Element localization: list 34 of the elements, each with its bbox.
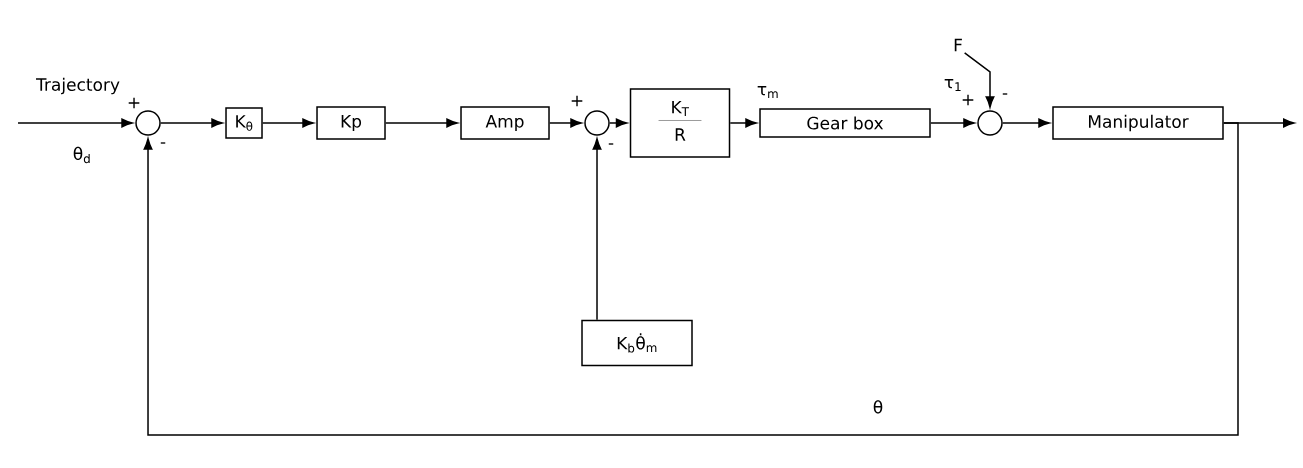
arrow [729,118,757,128]
arrow [17,118,133,128]
edge-label: θ [871,399,885,415]
block-box: Manipulator [1052,106,1224,140]
edge-label: τ$_{1}$ [942,78,964,92]
arrow [160,118,223,128]
block-box: Kp [316,106,386,140]
block-box: Gear box [759,108,931,138]
block-box: K$_{T}$ R [629,88,731,158]
arrow [143,122,1239,436]
signal-label: - [608,143,614,145]
arrow [549,118,582,128]
arrow [592,138,602,321]
signal-label: + [128,97,140,109]
block-box: Amp [460,106,550,140]
summing-junction [977,110,1003,136]
block-box: K$_{b}$θ̇$_{m}$ [581,319,693,367]
signal-label: + [962,94,974,106]
edge-label: τ$_{m}$ [755,85,781,99]
arrow [930,118,975,128]
arrow [609,118,628,128]
arrow [385,118,458,128]
arrow [262,118,314,128]
signal-label: - [1002,93,1008,95]
summing-junction [135,110,161,136]
arrow [963,52,995,108]
input-label: F [954,38,962,52]
signal-label: θ$_{d}$ [73,146,90,164]
arrow [1002,118,1050,128]
block-box: K$_{θ}$ [225,107,263,139]
signal-label: Trajectory [36,77,120,95]
signal-label: + [571,95,583,107]
signal-label: - [160,142,166,144]
summing-junction [584,110,610,136]
